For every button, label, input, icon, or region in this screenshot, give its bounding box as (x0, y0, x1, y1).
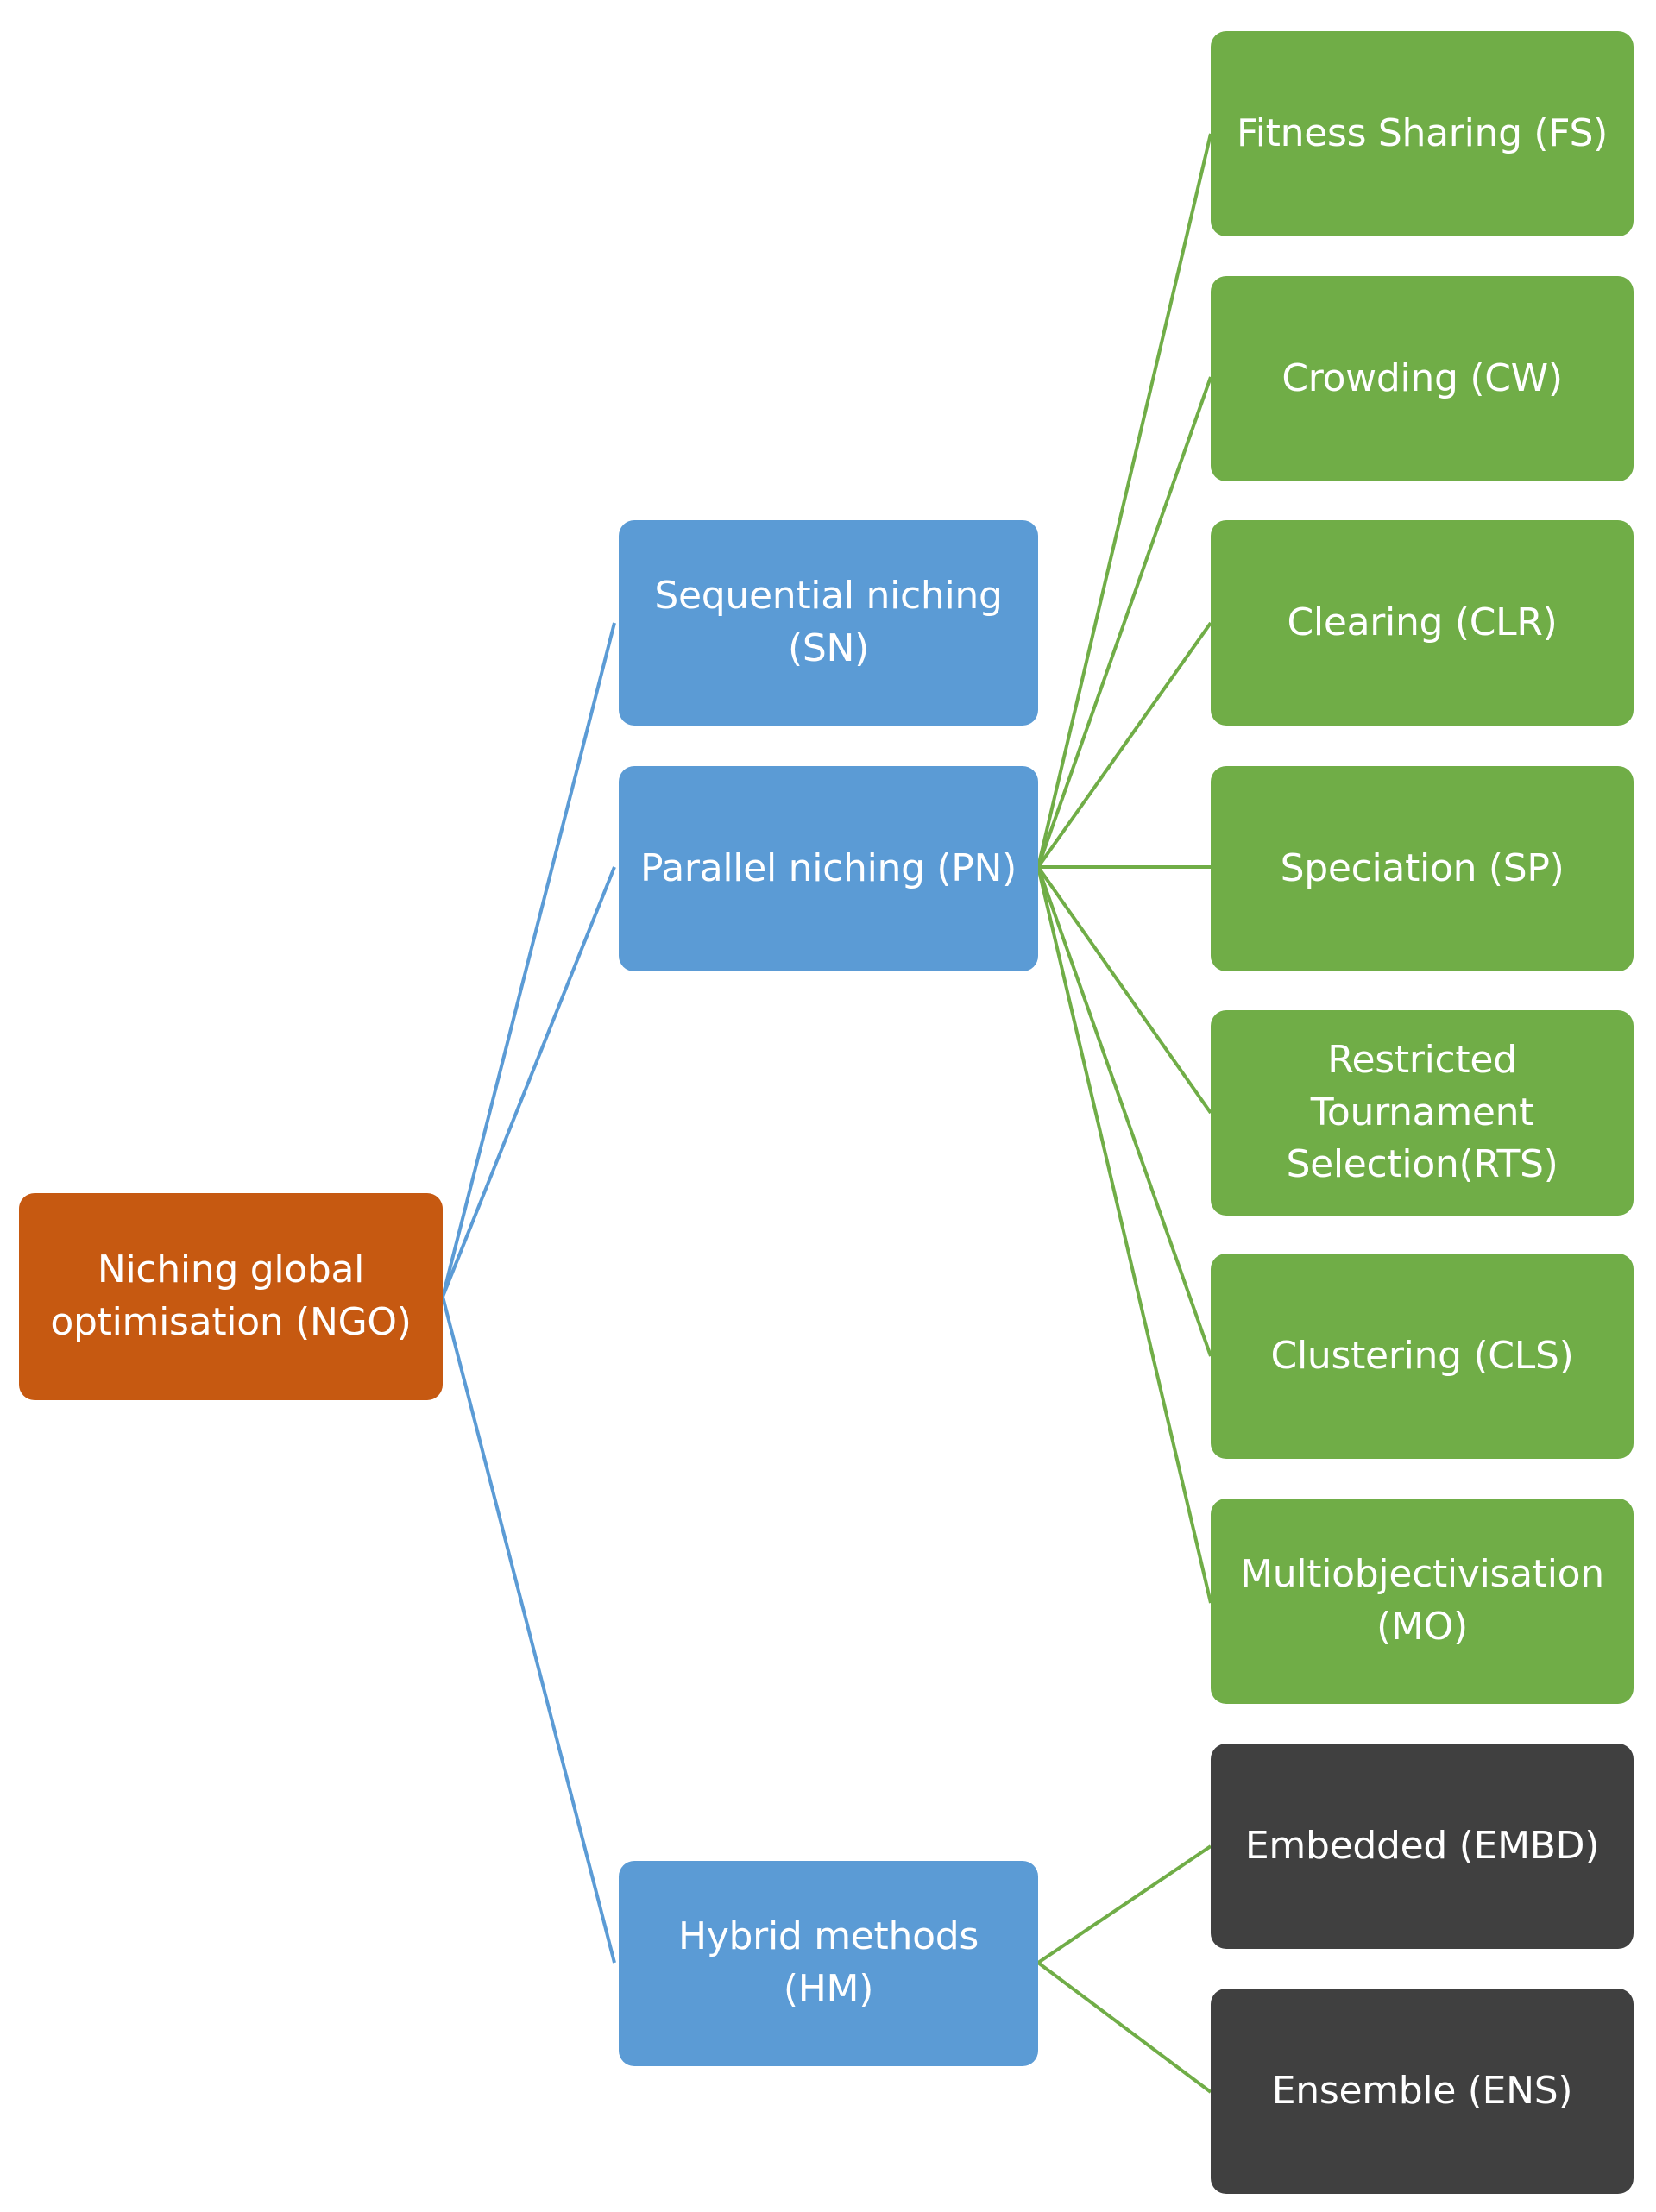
node-clr: Clearing (CLR) (1211, 520, 1634, 726)
node-embd-label: Embedded (EMBD) (1244, 1823, 1600, 1868)
node-sp: Speciation (SP) (1211, 766, 1634, 971)
connector-ngo-hm (441, 1296, 616, 1964)
node-sn: Sequential niching (SN) (619, 520, 1038, 726)
node-ens-label: Ensemble (ENS) (1271, 2068, 1573, 2113)
node-clr-label: Clearing (CLR) (1287, 600, 1558, 644)
node-hm-label: Hybrid methods (HM) (678, 1914, 979, 2011)
connector-pn-rts (1036, 865, 1212, 1115)
connector-pn-fs (1036, 133, 1212, 868)
node-cls-label: Clustering (CLS) (1270, 1333, 1574, 1378)
node-cls: Clustering (CLS) (1211, 1254, 1634, 1459)
node-ngo-label: Niching global optimisation (NGO) (50, 1247, 412, 1344)
node-rts: Restricted Tournament Selection(RTS) (1211, 1010, 1634, 1216)
node-sn-label: Sequential niching (SN) (654, 574, 1003, 670)
node-rts-label: Restricted Tournament Selection(RTS) (1286, 1037, 1558, 1187)
connector-hm-ens (1036, 1961, 1212, 2094)
node-cw: Crowding (CW) (1211, 276, 1634, 481)
node-ens: Ensemble (ENS) (1211, 1989, 1634, 2194)
connector-pn-mo (1036, 866, 1212, 1604)
connector-hm-embd (1036, 1844, 1212, 1964)
connector-ngo-sn (441, 622, 616, 1298)
node-sp-label: Speciation (SP) (1280, 845, 1565, 890)
node-ngo: Niching global optimisation (NGO) (19, 1193, 443, 1400)
node-mo: Multiobjectivisation (MO) (1211, 1499, 1634, 1704)
node-fs: Fitness Sharing (FS) (1211, 31, 1634, 236)
node-mo-label: Multiobjectivisation (MO) (1240, 1552, 1604, 1649)
node-pn: Parallel niching (PN) (619, 766, 1038, 971)
node-hm: Hybrid methods (HM) (619, 1861, 1038, 2066)
node-pn-label: Parallel niching (PN) (640, 845, 1017, 890)
node-fs-label: Fitness Sharing (FS) (1236, 110, 1609, 155)
node-embd: Embedded (EMBD) (1211, 1744, 1634, 1949)
connector-ngo-pn (441, 866, 616, 1298)
connector-pn-clr (1036, 621, 1212, 869)
connector-pn-cw (1036, 376, 1212, 868)
node-cw-label: Crowding (CW) (1281, 355, 1563, 400)
connector-pn-cls (1036, 866, 1212, 1357)
